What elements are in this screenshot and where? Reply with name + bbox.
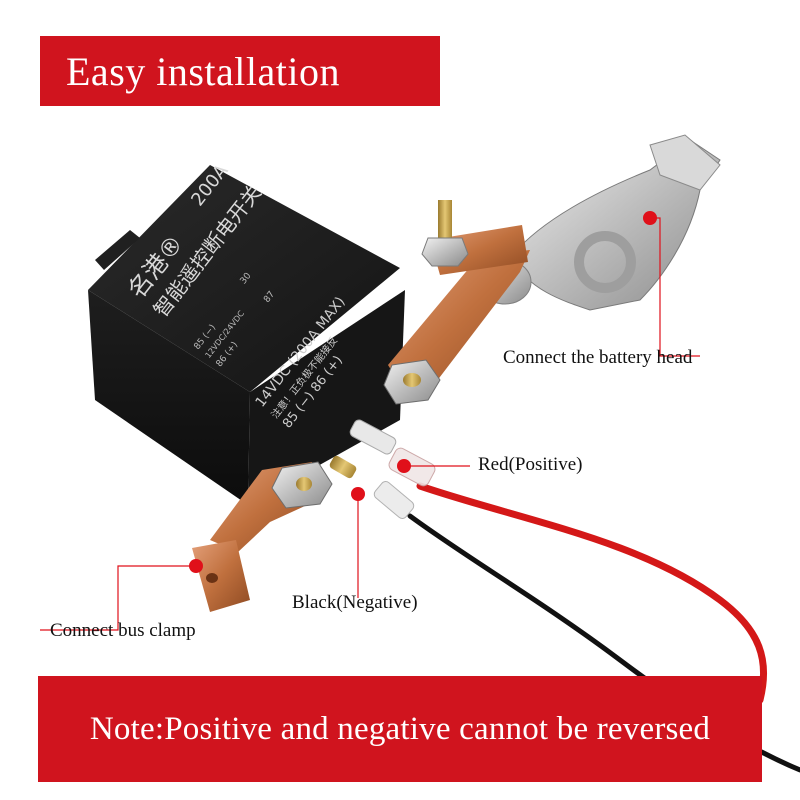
bus-leader-line [40,565,190,631]
note-text: Note:Positive and negative cannot be rev… [89,710,711,747]
red-wire [416,482,768,704]
label-red-positive: Red(Positive) [478,454,583,475]
battery-terminal [478,134,721,311]
control-connectors [329,419,436,519]
battery-marker [643,211,657,225]
relay-body [88,165,405,505]
top-bolt [421,200,469,267]
bus-marker [189,559,203,573]
page-title: Easy installation [66,48,341,94]
red-marker [397,459,411,473]
annotation-dots [189,211,657,573]
label-bus-clamp: Connect bus clamp [50,620,196,641]
label-black-negative: Black(Negative) [292,592,418,613]
note-banner: Note:Positive and negative cannot be rev… [38,676,762,782]
label-battery-head: Connect the battery head [503,347,693,368]
title-banner: Easy installation [40,36,440,106]
relay-nut-right [383,359,441,405]
relay-nut-left [271,461,333,509]
black-marker [351,487,365,501]
